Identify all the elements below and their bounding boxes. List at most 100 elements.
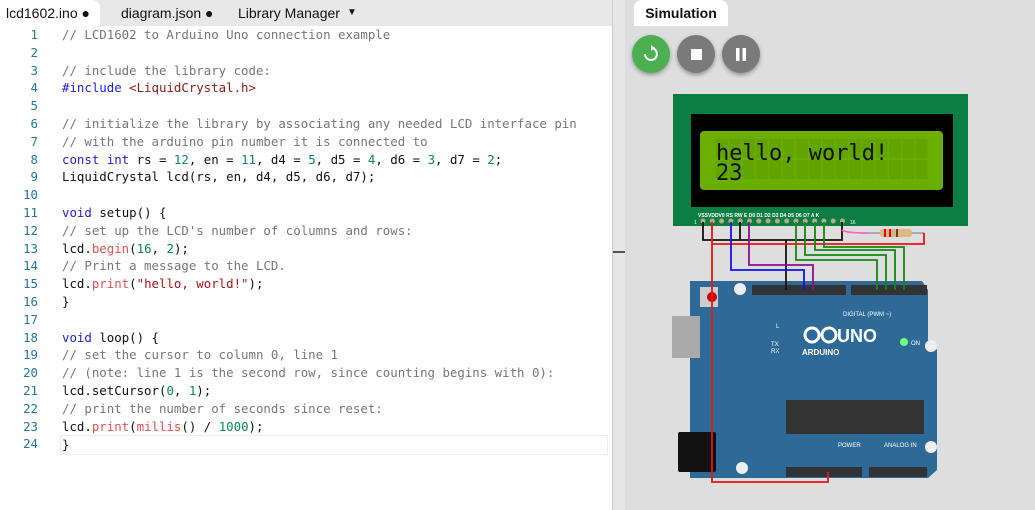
lcd-pin[interactable] <box>756 218 762 224</box>
code-line[interactable]: 24} <box>0 435 612 456</box>
lcd-pin[interactable] <box>709 218 715 224</box>
code-line[interactable]: 14// Print a message to the LCD. <box>0 257 612 275</box>
code-token: () / <box>181 418 219 434</box>
tab-lcd1602-ino[interactable]: lcd1602.ino ● <box>0 0 100 26</box>
line-number: 4 <box>30 80 38 96</box>
code-line[interactable]: 4 #include <LiquidCrystal.h> <box>0 79 612 97</box>
code-token: <LiquidCrystal.h> <box>129 80 256 96</box>
lcd-cell <box>769 160 782 179</box>
line-number: 17 <box>23 311 38 327</box>
code-text: lcd.print("hello, world!"); <box>62 275 263 293</box>
arduino-logo <box>803 326 838 344</box>
tab-library-manager[interactable]: Library Manager <box>238 0 340 26</box>
code-line[interactable]: 22 // print the number of seconds since r… <box>0 400 612 418</box>
lcd-pin[interactable] <box>774 218 780 224</box>
line-number: 22 <box>23 400 38 416</box>
lcd-line-2: 23 <box>716 161 743 186</box>
lcd-pin[interactable] <box>737 218 743 224</box>
code-text: // Print a message to the LCD. <box>62 257 286 275</box>
resistor[interactable] <box>868 229 924 237</box>
lcd-pin[interactable] <box>700 218 706 224</box>
lcd-pin[interactable] <box>765 218 771 224</box>
lcd-pin-labels: VSSVDDV0 RS RW E D0 D1 D2 D3 D4 D5 D6 D7… <box>698 213 820 219</box>
arduino-label: ARDUINO <box>802 348 839 357</box>
pause-button[interactable] <box>722 35 760 73</box>
lcd-cell <box>835 139 848 158</box>
code-line[interactable]: 1// LCD1602 to Arduino Uno connection ex… <box>0 26 612 44</box>
code-token: #include <box>62 80 130 96</box>
code-token: "hello, world!" <box>136 276 249 292</box>
code-token: 12 <box>173 151 189 167</box>
code-line[interactable]: 2 <box>0 44 612 62</box>
lcd-pin[interactable] <box>802 218 808 224</box>
line-number: 1 <box>30 27 38 42</box>
lcd-cell <box>822 160 835 179</box>
code-token: } <box>62 294 70 309</box>
code-line[interactable]: 17 <box>0 311 612 329</box>
lcd-pin[interactable] <box>830 218 836 224</box>
lcd-pin[interactable] <box>821 218 827 224</box>
lcd1602-display[interactable]: hello, world! 23 VSSVDDV0 RS RW E D0 D1 … <box>673 94 968 226</box>
tabs-dropdown-icon[interactable]: ▼ <box>347 7 357 18</box>
code-token: ); <box>196 383 212 398</box>
code-text: const int rs = 12, en = 11, d4 = 5, d5 =… <box>62 151 502 169</box>
stop-button[interactable] <box>677 35 715 73</box>
restart-button[interactable] <box>632 35 670 73</box>
code-line[interactable]: 16} <box>0 293 612 311</box>
code-line[interactable]: 7// with the arduino pin number it is co… <box>0 133 612 151</box>
line-number: 6 <box>30 116 38 131</box>
code-line[interactable]: 3// include the library code: <box>0 62 612 80</box>
code-line[interactable]: 6// initialize the library by associatin… <box>0 115 612 133</box>
code-token: ); <box>173 240 189 256</box>
lcd-pin[interactable] <box>784 218 790 224</box>
code-token: ( <box>129 240 137 256</box>
code-token: void <box>62 329 100 345</box>
lcd-line-1: hello, world! <box>716 141 888 166</box>
line-number: 5 <box>30 98 38 114</box>
code-line[interactable]: 5 <box>0 97 612 115</box>
code-text: } <box>62 293 69 311</box>
code-editor[interactable]: 1// LCD1602 to Arduino Uno connection ex… <box>0 26 612 510</box>
lcd-pin[interactable] <box>728 218 734 224</box>
code-text: void loop() { <box>62 329 159 347</box>
lcd-cell <box>862 139 875 158</box>
code-token: , <box>173 383 189 398</box>
code-line[interactable]: 15 lcd.print("hello, world!"); <box>0 275 612 293</box>
code-line[interactable]: 19// set the cursor to column 0, line 1 <box>0 346 612 364</box>
line-number: 15 <box>23 276 38 292</box>
tab-label: Library Manager <box>238 5 340 21</box>
lcd-cell <box>809 160 822 179</box>
restart-icon <box>644 45 658 61</box>
power-label: POWER <box>838 443 861 449</box>
tab-diagram-json[interactable]: diagram.json ● <box>121 0 214 26</box>
code-line[interactable]: 20// (note: line 1 is the second row, si… <box>0 364 612 382</box>
lcd-cell <box>915 160 928 179</box>
code-token: , en = <box>188 151 242 167</box>
tab-simulation[interactable]: Simulation <box>634 0 728 26</box>
arduino-uno-board[interactable]: UNO ARDUINO ON DIGITAL (PWM ~) POWER ANA… <box>672 281 937 478</box>
line-number: 16 <box>23 294 38 309</box>
lcd-pin[interactable] <box>793 218 799 224</box>
rx-label: RX <box>771 349 779 355</box>
code-line[interactable]: 10 <box>0 186 612 204</box>
code-token: print <box>91 418 130 434</box>
lcd-pin[interactable] <box>719 218 725 224</box>
code-text: lcd.setCursor(0, 1); <box>62 382 211 400</box>
tx-label: TX <box>771 342 779 348</box>
lcd-cell <box>716 160 728 179</box>
code-token: ( <box>129 418 137 434</box>
lcd-cell <box>915 139 928 158</box>
code-token: // print the number of seconds since res… <box>62 400 383 416</box>
code-line[interactable]: 12// set up the LCD's number of columns … <box>0 222 612 240</box>
lcd-cell <box>809 139 822 158</box>
panel-resize-handle[interactable] <box>612 0 625 510</box>
code-token: rs = <box>136 151 174 167</box>
line-number: 20 <box>23 365 38 381</box>
